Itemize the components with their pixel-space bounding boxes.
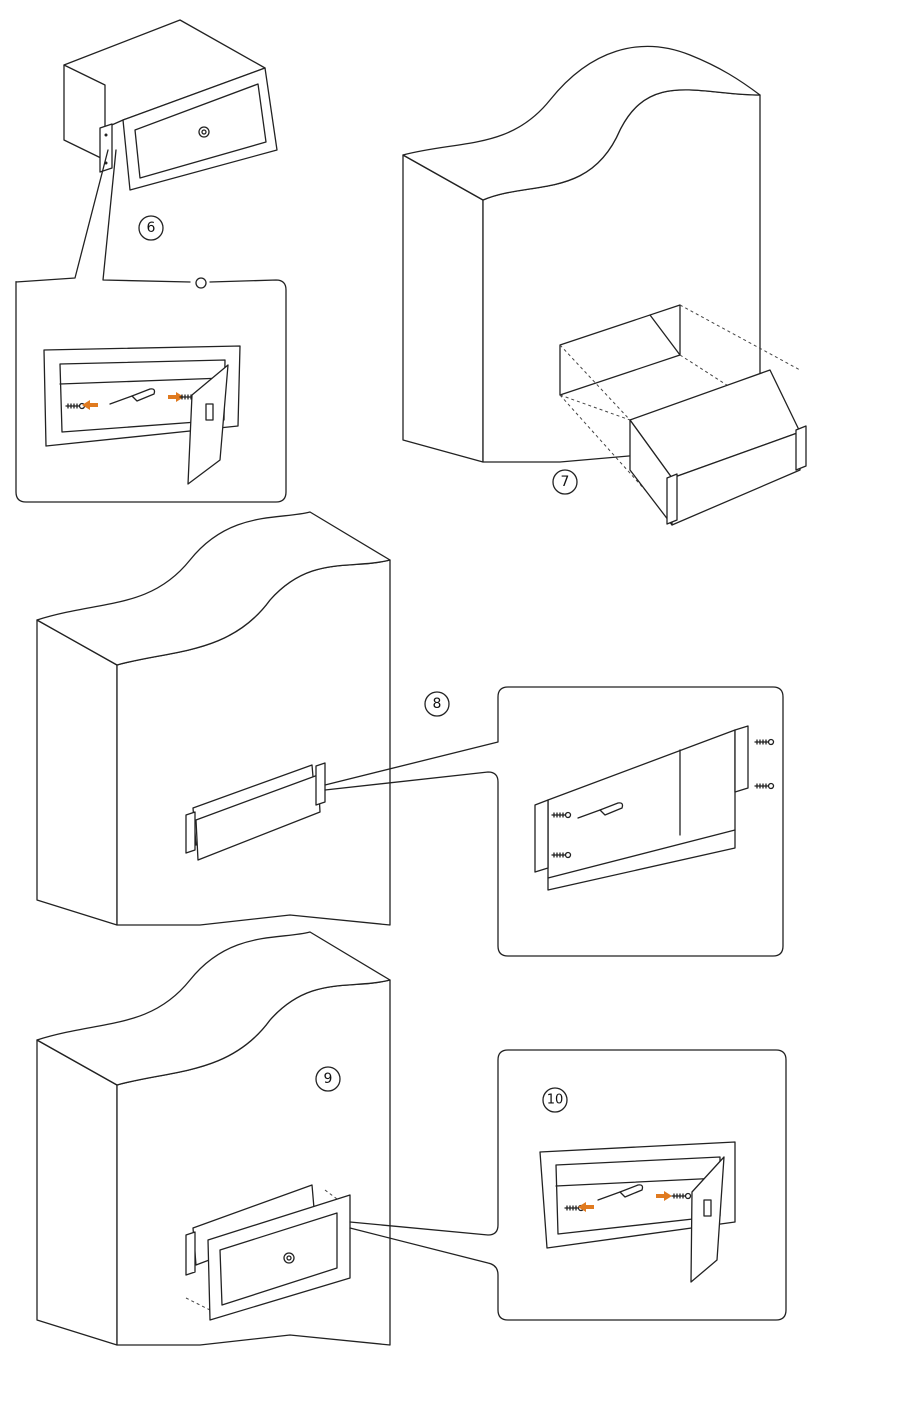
bracket-icon xyxy=(666,473,678,525)
screw-icon xyxy=(754,782,775,790)
safe-box-icon xyxy=(63,19,278,191)
step-10-number: 10 xyxy=(547,1093,564,1108)
step-6: 6 xyxy=(15,19,287,503)
step-8-number: 8 xyxy=(433,696,442,712)
step-7-number: 7 xyxy=(561,474,570,490)
wall-icon xyxy=(36,511,391,926)
arrow-icon xyxy=(656,1191,672,1201)
arrow-icon xyxy=(578,1202,594,1212)
step-9-badge xyxy=(315,1066,341,1092)
step-6-detail xyxy=(43,345,241,485)
safe-box-icon xyxy=(207,1194,351,1321)
step-8-detail xyxy=(534,725,775,891)
wall-icon xyxy=(402,45,761,463)
step-10: 10 xyxy=(539,1087,736,1283)
step-6-badge xyxy=(138,215,164,241)
step-9-number: 9 xyxy=(324,1071,333,1087)
step-6-number: 6 xyxy=(147,220,156,236)
arrow-icon xyxy=(168,392,184,402)
bracket-icon xyxy=(185,762,326,861)
step-8: 8 xyxy=(36,511,784,957)
safe-box-icon xyxy=(629,369,807,526)
step-9: 9 xyxy=(36,931,787,1346)
step-7: 7 xyxy=(402,45,807,526)
safe-door xyxy=(187,364,229,485)
step-7-badge xyxy=(552,469,578,495)
step-10-badge xyxy=(542,1087,568,1113)
safe-door xyxy=(690,1156,725,1283)
step-8-badge xyxy=(424,691,450,717)
arrow-icon xyxy=(82,400,98,410)
screw-icon xyxy=(754,738,775,746)
bracket-icon xyxy=(795,425,807,471)
